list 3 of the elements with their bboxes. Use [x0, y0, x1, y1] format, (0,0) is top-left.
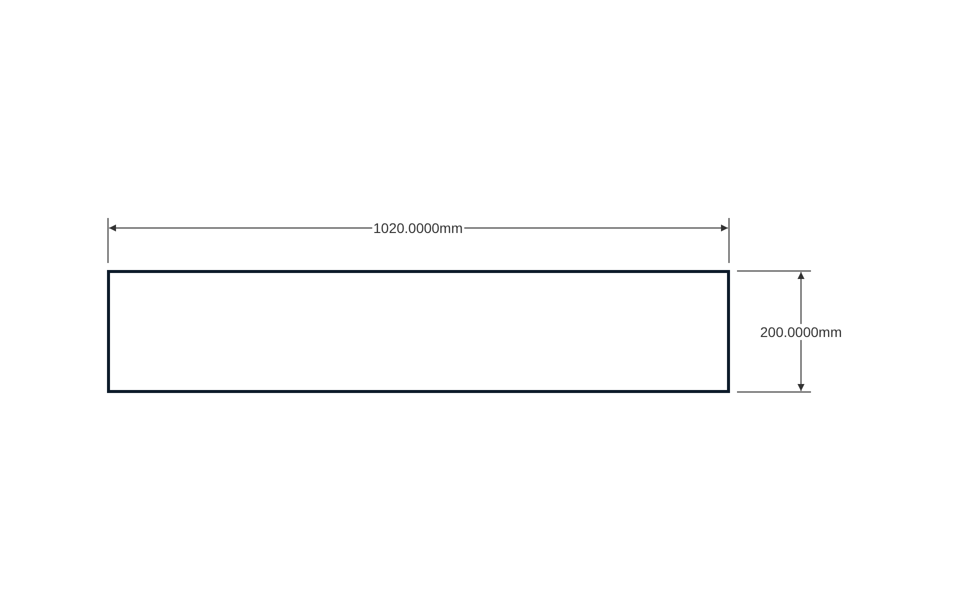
dimension-label: 200.0000mm	[759, 324, 843, 340]
dimension-label: 1020.0000mm	[372, 220, 464, 236]
rectangle-part	[107, 270, 730, 393]
